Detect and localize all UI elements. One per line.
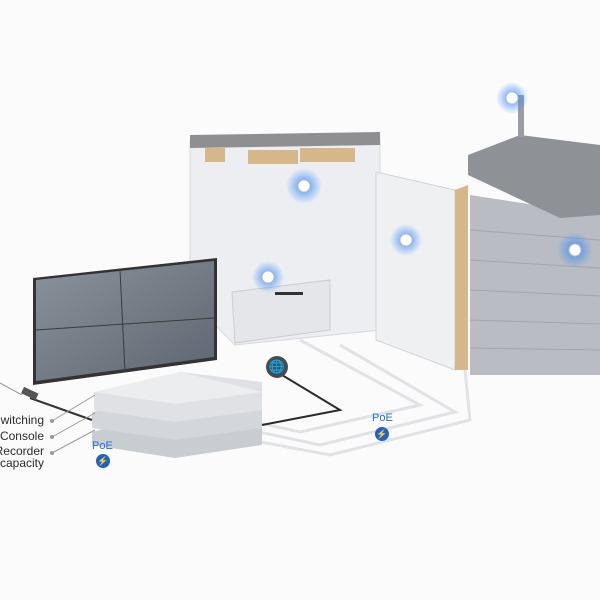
monitor bbox=[33, 258, 217, 385]
label-switching: witching bbox=[0, 413, 44, 427]
wall-panel bbox=[375, 171, 468, 371]
label-recorder-title: Recorder bbox=[0, 444, 44, 458]
poe-label-right: PoE bbox=[372, 412, 393, 424]
label-recorder: Recorder capacity bbox=[0, 445, 44, 469]
globe-icon: 🌐 bbox=[266, 356, 288, 378]
label-console: Console bbox=[0, 429, 44, 443]
interior-wall bbox=[189, 132, 381, 346]
label-recorder-capacity: capacity bbox=[0, 456, 44, 470]
hdmi-cable bbox=[29, 397, 93, 421]
cameras bbox=[261, 91, 582, 284]
poe-label-left: PoE bbox=[92, 440, 113, 452]
adapter bbox=[21, 386, 39, 401]
internet-cable bbox=[261, 371, 343, 426]
lightning-bolt-icon: ⚡ bbox=[96, 454, 110, 468]
lightning-bolt-icon: ⚡ bbox=[375, 427, 389, 441]
unifi-device-stack bbox=[92, 372, 262, 458]
